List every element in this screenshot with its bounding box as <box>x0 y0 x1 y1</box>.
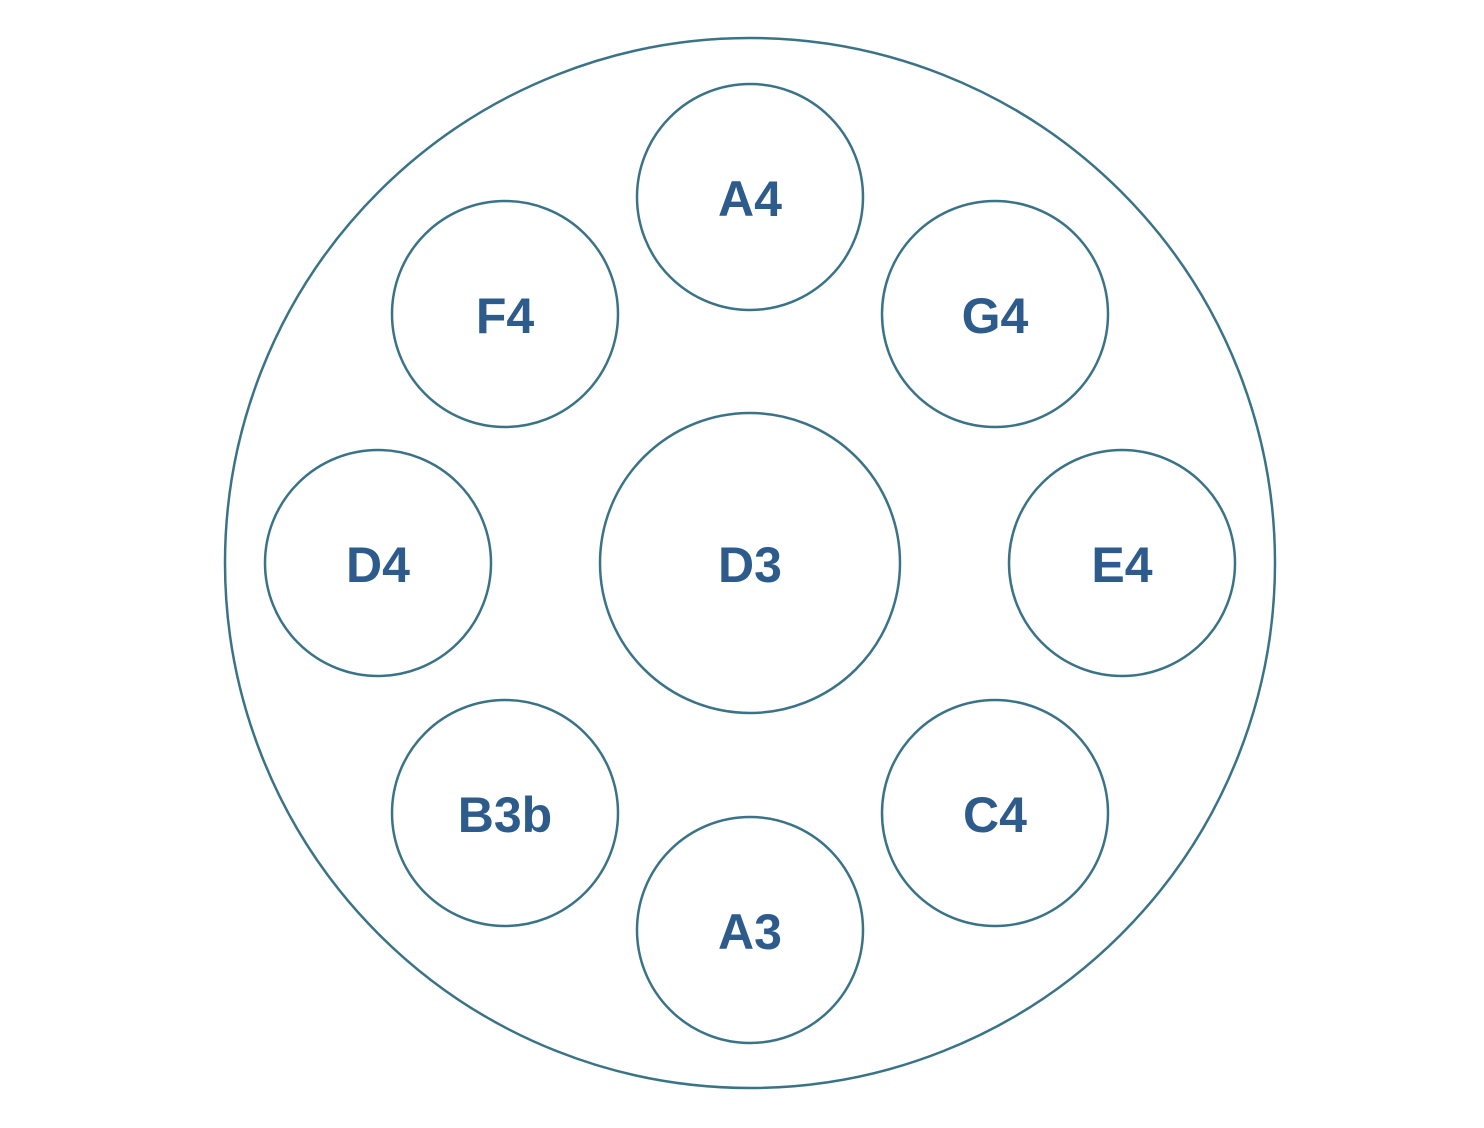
note-field-lower-right: C4 <box>880 698 1110 928</box>
note-field-upper-left: F4 <box>390 199 620 429</box>
note-label-lower-left: B3b <box>458 787 552 843</box>
note-field-lower-left: B3b <box>390 698 620 928</box>
note-circle-lower-right <box>880 698 1110 928</box>
note-circle-top <box>635 82 865 312</box>
note-label-lower-right: C4 <box>963 787 1027 843</box>
note-label-ding: D3 <box>718 537 782 593</box>
note-circle-left <box>263 448 493 678</box>
note-label-bottom: A3 <box>718 904 782 960</box>
note-field-right: E4 <box>1007 448 1237 678</box>
note-field-ding: D3 <box>598 411 902 715</box>
note-label-right: E4 <box>1091 537 1152 593</box>
note-circle-right <box>1007 448 1237 678</box>
note-circle-upper-left <box>390 199 620 429</box>
note-field-left: D4 <box>263 448 493 678</box>
note-circle-bottom <box>635 815 865 1045</box>
note-label-top: A4 <box>718 171 782 227</box>
note-field-top: A4 <box>635 82 865 312</box>
note-label-upper-left: F4 <box>476 288 535 344</box>
note-circle-ding <box>598 411 902 715</box>
note-circle-upper-right <box>880 199 1110 429</box>
note-field-upper-right: G4 <box>880 199 1110 429</box>
note-circle-lower-left <box>390 698 620 928</box>
note-field-bottom: A3 <box>635 815 865 1045</box>
note-label-upper-right: G4 <box>962 288 1029 344</box>
note-label-left: D4 <box>346 537 410 593</box>
